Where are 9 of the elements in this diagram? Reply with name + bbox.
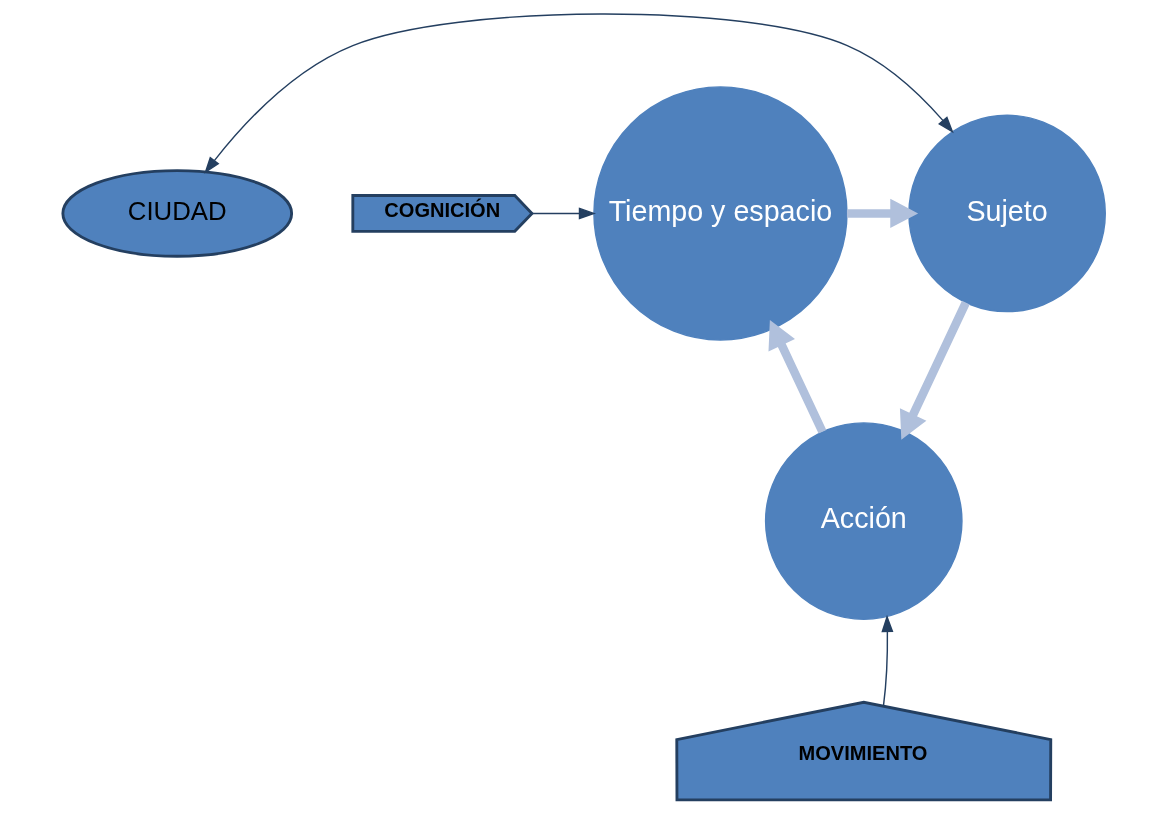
arrow: [899, 300, 970, 440]
arrow: [880, 614, 893, 707]
arrow: [768, 320, 826, 434]
node-circle: Acción: [764, 422, 963, 620]
node-ellipse: CIUDAD: [60, 169, 293, 258]
node-circle: Tiempo y espacio: [592, 86, 848, 341]
arrow: [846, 198, 918, 229]
arrow: [203, 13, 954, 174]
arrow: [530, 207, 596, 220]
